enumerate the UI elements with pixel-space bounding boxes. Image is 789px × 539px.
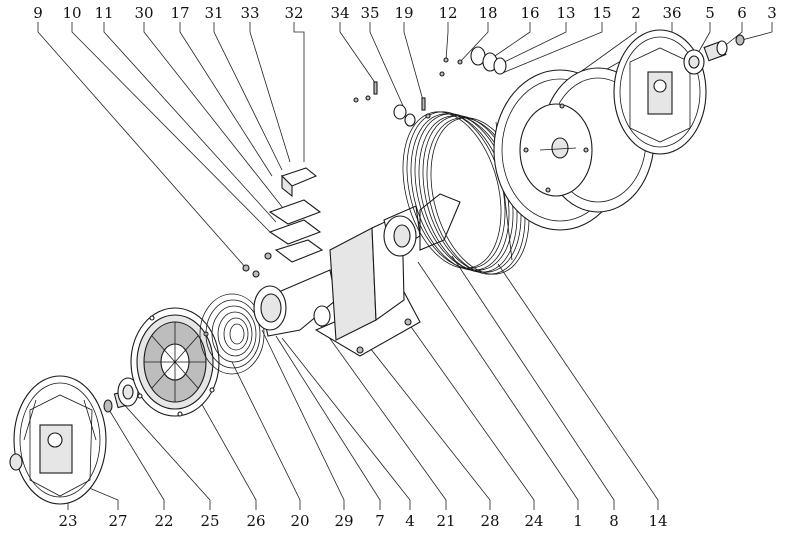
part-label: 20 <box>290 512 309 530</box>
part-label: 36 <box>662 4 681 22</box>
part-label: 18 <box>478 4 497 22</box>
spring-part <box>199 293 265 375</box>
part-label: 6 <box>737 4 747 22</box>
part-label: 23 <box>58 512 77 530</box>
fasteners-part <box>353 81 431 127</box>
part-label: 29 <box>334 512 353 530</box>
top-label-row: 9 10 11 30 17 31 33 32 34 35 19 12 18 16… <box>33 4 777 22</box>
guide-roller-part <box>439 46 507 77</box>
part-label: 11 <box>94 4 113 22</box>
part-label: 7 <box>375 512 385 530</box>
part-label: 14 <box>648 512 667 530</box>
part-label: 33 <box>240 4 259 22</box>
part-label: 27 <box>108 512 127 530</box>
flange-part <box>130 307 220 417</box>
right-cover-part <box>613 29 707 155</box>
hub-part <box>103 377 139 413</box>
left-cover-part <box>9 375 107 505</box>
part-label: 1 <box>573 512 583 530</box>
part-label: 31 <box>204 4 223 22</box>
part-label: 22 <box>154 512 173 530</box>
part-label: 28 <box>480 512 499 530</box>
part-label: 17 <box>170 4 189 22</box>
part-label: 34 <box>330 4 349 22</box>
swivel-fittings-part <box>683 34 745 75</box>
part-label: 25 <box>200 512 219 530</box>
part-label: 24 <box>524 512 543 530</box>
spring-housing-part <box>253 269 337 337</box>
gear-block-part <box>242 167 324 278</box>
part-label: 21 <box>436 512 455 530</box>
part-label: 10 <box>62 4 81 22</box>
part-label: 2 <box>631 4 641 22</box>
part-label: 13 <box>556 4 575 22</box>
part-label: 3 <box>767 4 777 22</box>
part-label: 32 <box>284 4 303 22</box>
part-label: 12 <box>438 4 457 22</box>
part-label: 35 <box>360 4 379 22</box>
part-label: 19 <box>394 4 413 22</box>
part-label: 9 <box>33 4 43 22</box>
part-label: 26 <box>246 512 265 530</box>
base-frame-part <box>314 193 461 357</box>
part-label: 5 <box>705 4 715 22</box>
bottom-label-row: 23 27 22 25 26 20 29 7 4 21 28 24 1 8 14 <box>58 512 667 530</box>
part-label: 15 <box>592 4 611 22</box>
part-label: 8 <box>609 512 619 530</box>
part-label: 30 <box>134 4 153 22</box>
part-label: 16 <box>520 4 539 22</box>
part-label: 4 <box>405 512 415 530</box>
